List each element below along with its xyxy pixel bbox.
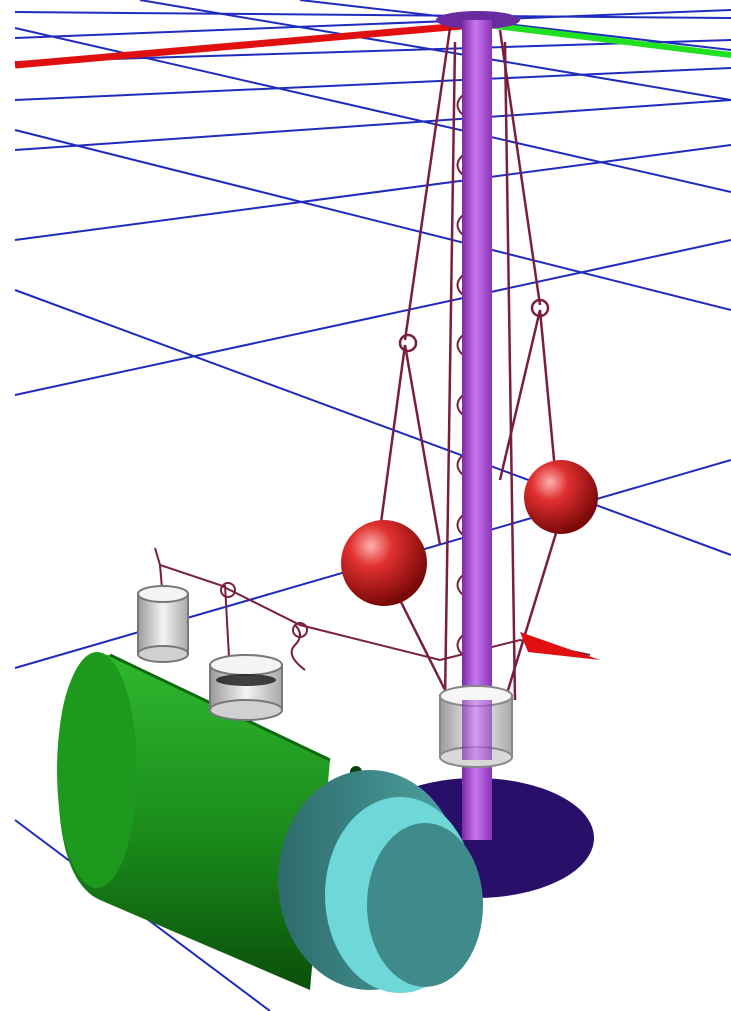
engine-cylinder xyxy=(57,652,362,990)
grid-plane xyxy=(14,0,731,1011)
axis-y xyxy=(479,21,731,58)
valve-cylinder-2 xyxy=(209,654,283,721)
pointer-cone xyxy=(520,632,600,660)
axis-x xyxy=(14,22,463,69)
governor-arms xyxy=(378,27,562,701)
governor-ball-right xyxy=(524,460,598,534)
governor-ball-left xyxy=(341,520,427,606)
flywheel xyxy=(278,770,483,993)
sliding-sleeve xyxy=(439,685,513,768)
valve-cylinder-1 xyxy=(137,585,189,663)
